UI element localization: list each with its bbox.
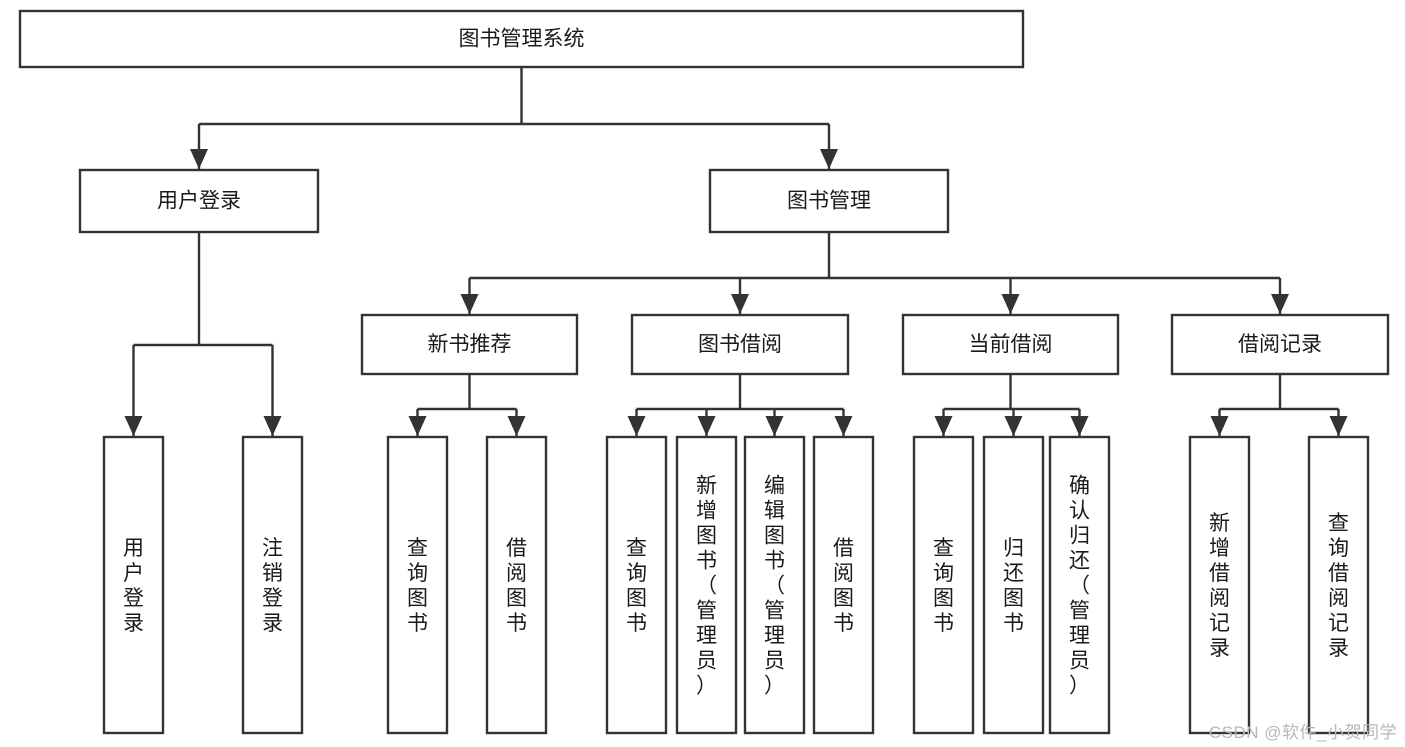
arrow-head-icon [263, 416, 282, 436]
node-new-book-recommend[interactable]: 新书推荐 [360, 313, 579, 376]
node-label: 新增借阅记录 [1209, 512, 1230, 660]
node-label: 新增图书（管理员） [696, 475, 717, 698]
arrow-head-icon [834, 416, 853, 436]
arrow-head-icon [1001, 294, 1020, 314]
node-label: 归还图书 [1003, 537, 1024, 635]
node-box [241, 435, 304, 735]
node-box [912, 435, 975, 735]
node-box [102, 435, 165, 735]
node-label: 查询图书 [626, 537, 647, 635]
nodes-layer: 图书管理系统用户登录图书管理新书推荐图书借阅当前借阅借阅记录用户登录注销登录查询… [18, 9, 1390, 735]
node-label: 查询借阅记录 [1328, 512, 1349, 660]
arrow-head-icon [1210, 416, 1229, 436]
node-label: 图书借阅 [698, 333, 782, 356]
arrow-head-icon [1329, 416, 1348, 436]
arrow-head-icon [1004, 416, 1023, 436]
node-leaf-add-borrow-record[interactable]: 新增借阅记录 [1188, 435, 1251, 735]
node-label: 借阅记录 [1238, 333, 1322, 356]
node-book-manage[interactable]: 图书管理 [708, 168, 950, 234]
node-leaf-borrow-book-1[interactable]: 借阅图书 [485, 435, 548, 735]
arrow-head-icon [460, 294, 479, 314]
node-box [1048, 435, 1111, 735]
arrow-head-icon [190, 149, 208, 169]
node-label: 借阅图书 [833, 537, 854, 635]
node-box [360, 313, 579, 376]
edge-group-from-borrow-record [1210, 374, 1348, 436]
arrow-head-icon [697, 416, 716, 436]
node-box [675, 435, 738, 735]
node-box [386, 435, 449, 735]
node-box [812, 435, 875, 735]
node-box [708, 168, 950, 234]
node-label: 当前借阅 [969, 333, 1053, 356]
edge-group-from-root [190, 67, 838, 169]
arrow-head-icon [731, 294, 749, 314]
node-box [18, 9, 1025, 69]
node-box [1170, 313, 1390, 376]
node-label: 用户登录 [157, 190, 241, 213]
edge-group-from-book-manage [460, 232, 1289, 314]
node-leaf-logout-login[interactable]: 注销登录 [241, 435, 304, 735]
node-leaf-user-login[interactable]: 用户登录 [102, 435, 165, 735]
arrow-head-icon [820, 149, 838, 169]
edge-group-from-current-borrow [934, 374, 1089, 436]
node-borrow-record[interactable]: 借阅记录 [1170, 313, 1390, 376]
node-leaf-borrow-book-2[interactable]: 借阅图书 [812, 435, 875, 735]
node-leaf-confirm-return[interactable]: 确认归还（管理员） [1048, 435, 1111, 735]
arrow-head-icon [507, 416, 526, 436]
arrow-head-icon [1271, 294, 1289, 314]
edge-group-from-book-borrow [627, 374, 853, 436]
node-label: 借阅图书 [506, 537, 527, 635]
node-leaf-query-book-1[interactable]: 查询图书 [386, 435, 449, 735]
node-label: 确认归还（管理员） [1069, 475, 1090, 698]
node-label: 编辑图书（管理员） [764, 475, 785, 698]
arrow-head-icon [627, 416, 646, 436]
node-leaf-add-book[interactable]: 新增图书（管理员） [675, 435, 738, 735]
node-label: 图书管理 [787, 190, 871, 213]
node-box [78, 168, 320, 234]
arrow-head-icon [765, 416, 784, 436]
node-box [901, 313, 1120, 376]
edges-layer [124, 67, 1348, 436]
edge-group-from-new-book-recommend [408, 374, 526, 436]
node-box [605, 435, 668, 735]
node-box [485, 435, 548, 735]
node-label: 查询图书 [933, 537, 954, 635]
node-box [743, 435, 806, 735]
arrow-head-icon [408, 416, 427, 436]
node-box [982, 435, 1045, 735]
node-user-login[interactable]: 用户登录 [78, 168, 320, 234]
node-label: 用户登录 [123, 537, 144, 635]
node-leaf-query-borrow-record[interactable]: 查询借阅记录 [1307, 435, 1370, 735]
node-box [630, 313, 850, 376]
node-label: 图书管理系统 [459, 28, 585, 51]
node-current-borrow[interactable]: 当前借阅 [901, 313, 1120, 376]
node-box [1307, 435, 1370, 735]
edge-group-from-user-login [124, 232, 282, 436]
node-leaf-query-book-2[interactable]: 查询图书 [605, 435, 668, 735]
node-label: 注销登录 [262, 537, 283, 635]
node-leaf-query-book-3[interactable]: 查询图书 [912, 435, 975, 735]
node-leaf-return-book[interactable]: 归还图书 [982, 435, 1045, 735]
arrow-head-icon [1070, 416, 1089, 436]
node-root-图书管理系统[interactable]: 图书管理系统 [18, 9, 1025, 69]
node-label: 查询图书 [407, 537, 428, 635]
node-label: 新书推荐 [428, 333, 512, 356]
node-leaf-edit-book[interactable]: 编辑图书（管理员） [743, 435, 806, 735]
arrow-head-icon [934, 416, 953, 436]
node-box [1188, 435, 1251, 735]
node-book-borrow[interactable]: 图书借阅 [630, 313, 850, 376]
arrow-head-icon [124, 416, 143, 436]
